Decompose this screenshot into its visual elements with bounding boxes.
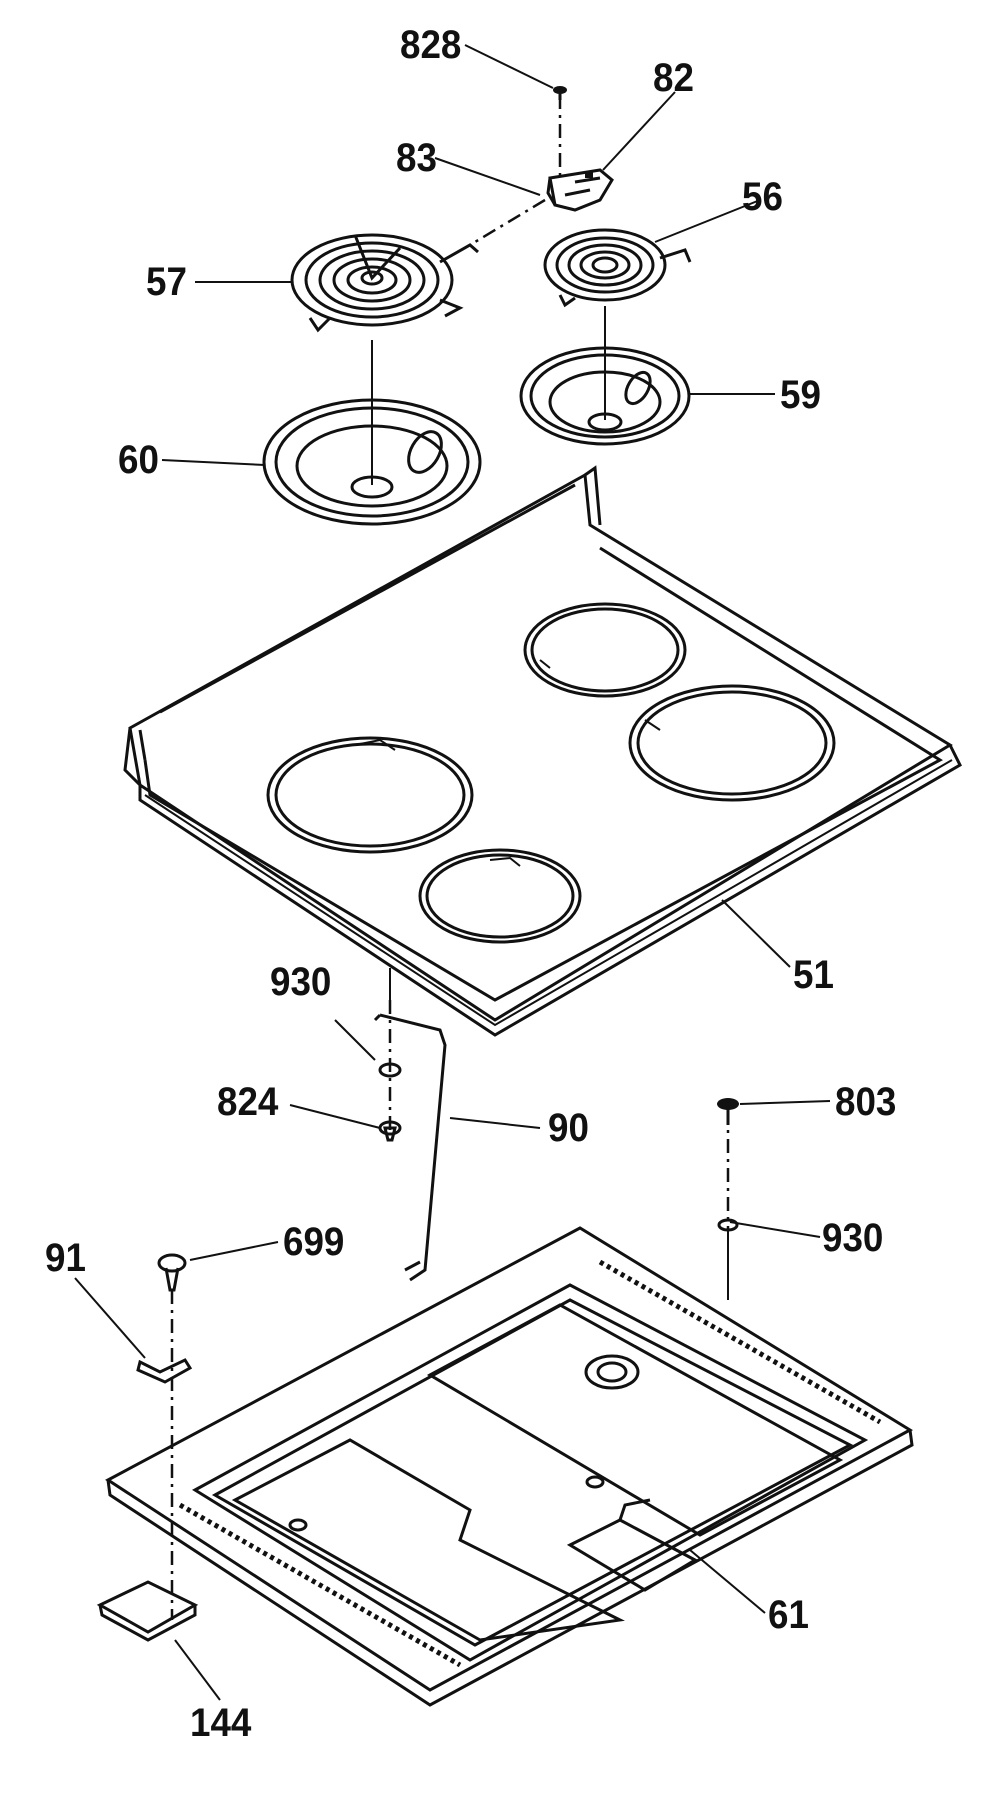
washer-930b-icon [717, 1218, 739, 1232]
drip-pan-60-icon [262, 398, 482, 526]
part-label-930-lower: 930 [822, 1216, 884, 1260]
part-label-144: 144 [190, 1701, 252, 1745]
terminal-block-82-icon [546, 168, 614, 212]
assembly-axes [170, 95, 730, 1620]
drip-pan-59-icon [519, 346, 691, 446]
part-label-57: 57 [146, 260, 187, 304]
part-label-824: 824 [217, 1080, 279, 1124]
part-label-91: 91 [45, 1236, 86, 1280]
part-label-60: 60 [118, 438, 159, 482]
part-label-61: 61 [768, 1593, 809, 1637]
leader-lines [74, 44, 831, 1701]
screw-699-icon [157, 1253, 187, 1292]
rod-90-icon [373, 1013, 447, 1282]
part-label-82: 82 [653, 56, 694, 100]
part-label-59: 59 [780, 373, 821, 417]
part-label-828: 828 [400, 23, 462, 67]
part-label-803: 803 [835, 1080, 897, 1124]
washer-930-icon [378, 1062, 402, 1078]
cooktop-51-icon [123, 465, 962, 1037]
part-label-83: 83 [396, 136, 437, 180]
clip-91-icon [136, 1358, 193, 1384]
surface-unit-57-icon [290, 233, 479, 333]
part-label-56: 56 [742, 175, 783, 219]
screw-828-icon [553, 86, 567, 100]
part-label-699: 699 [283, 1220, 345, 1264]
part-label-930-upper: 930 [270, 960, 332, 1004]
screw-803-icon [717, 1098, 739, 1125]
burner-box-61-icon [105, 1226, 914, 1707]
bracket-144-icon [96, 1580, 199, 1642]
part-label-51: 51 [793, 953, 834, 997]
screw-824-icon [378, 1120, 402, 1142]
part-label-90: 90 [548, 1106, 589, 1150]
surface-unit-56-icon [543, 228, 692, 308]
